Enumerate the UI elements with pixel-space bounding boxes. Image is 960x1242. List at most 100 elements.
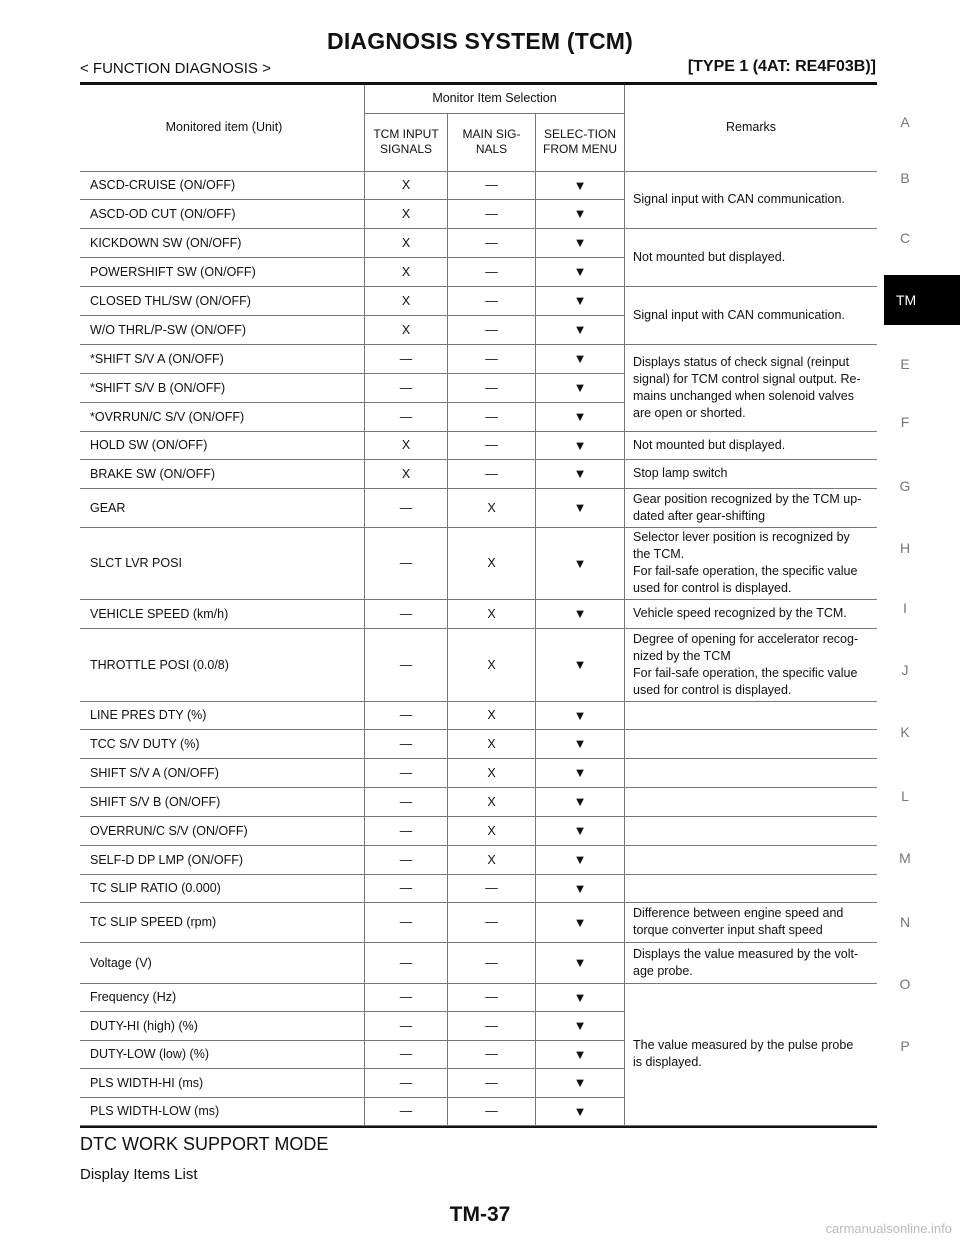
selection-marker-cell: ▼ [535,527,625,600]
table-row: POWERSHIFT SW (ON/OFF)X—▼ [80,257,877,287]
table-row: W/O THRL/P-SW (ON/OFF)X—▼ [80,315,877,345]
table-row: DUTY-HI (high) (%)——▼ [80,1011,877,1041]
main-signal-cell: — [447,983,536,1012]
remarks-cell: Selector lever position is recognized by… [624,527,877,600]
monitored-item-cell: W/O THRL/P-SW (ON/OFF) [80,315,365,345]
index-tab-h[interactable]: H [899,540,911,556]
monitored-item-cell: THROTTLE POSI (0.0/8) [80,628,365,702]
selection-marker-cell: ▼ [535,758,625,788]
table-row: ASCD-CRUISE (ON/OFF)X—▼Signal input with… [80,171,877,229]
main-signal-cell: — [447,286,536,316]
monitored-item-cell: PLS WIDTH-HI (ms) [80,1068,365,1098]
table-row: DUTY-LOW (low) (%)——▼ [80,1040,877,1069]
selection-marker-cell: ▼ [535,983,625,1012]
selection-marker-cell: ▼ [535,942,625,984]
index-tab-n[interactable]: N [899,914,911,930]
table-bottom-rule [80,1126,877,1128]
remarks-cell: Not mounted but displayed. [624,431,877,460]
selection-marker-cell: ▼ [535,1040,625,1069]
monitored-item-cell: SELF-D DP LMP (ON/OFF) [80,845,365,875]
main-signal-cell: — [447,1097,536,1126]
monitored-item-cell: SHIFT S/V B (ON/OFF) [80,787,365,817]
tcm-input-cell: — [364,599,448,629]
tcm-input-cell: — [364,902,448,943]
remarks-cell: Not mounted but displayed. [624,228,877,287]
table-row: Voltage (V)——▼Displays the value measure… [80,942,877,984]
monitored-item-cell: VEHICLE SPEED (km/h) [80,599,365,629]
main-signal-cell: — [447,373,536,403]
tcm-input-cell: — [364,1040,448,1069]
tcm-input-cell: X [364,171,448,200]
tcm-input-cell: — [364,845,448,875]
selection-marker-cell: ▼ [535,431,625,460]
section-heading: DTC WORK SUPPORT MODE [80,1134,329,1154]
monitored-item-cell: CLOSED THL/SW (ON/OFF) [80,286,365,316]
monitored-item-cell: SLCT LVR POSI [80,527,365,600]
main-signal-cell: — [447,199,536,229]
tcm-input-cell: — [364,874,448,903]
table-row: LINE PRES DTY (%)—X▼ [80,701,877,730]
tcm-input-cell: X [364,199,448,229]
monitored-item-cell: POWERSHIFT SW (ON/OFF) [80,257,365,287]
tcm-input-cell: X [364,257,448,287]
remarks-cell [624,729,877,759]
table-row: TC SLIP RATIO (0.000)——▼ [80,874,877,903]
selection-marker-cell: ▼ [535,816,625,846]
tcm-input-cell: — [364,527,448,600]
monitored-item-cell: *SHIFT S/V B (ON/OFF) [80,373,365,403]
index-tab-a[interactable]: A [900,114,910,130]
tcm-input-cell: — [364,1097,448,1126]
index-tab-j[interactable]: J [901,662,909,678]
table-row: SLCT LVR POSI—X▼Selector lever position … [80,527,877,600]
tcm-input-cell: — [364,701,448,730]
monitored-item-cell: TC SLIP RATIO (0.000) [80,874,365,903]
tcm-input-cell: — [364,402,448,432]
index-tab-active[interactable]: TM [884,275,960,325]
selection-marker-cell: ▼ [535,459,625,489]
index-sidebar: A B C TM E F G H I J K L M N O P [884,100,960,1100]
table-row: SHIFT S/V B (ON/OFF)—X▼ [80,787,877,817]
selection-marker-cell: ▼ [535,1097,625,1126]
main-signal-cell: — [447,257,536,287]
monitored-item-cell: PLS WIDTH-LOW (ms) [80,1097,365,1126]
monitored-item-cell: KICKDOWN SW (ON/OFF) [80,228,365,258]
index-tab-i[interactable]: I [903,600,907,616]
monitored-item-cell: TC SLIP SPEED (rpm) [80,902,365,943]
selection-marker-cell: ▼ [535,257,625,287]
index-tab-e[interactable]: E [900,356,910,372]
section-breadcrumb: < FUNCTION DIAGNOSIS > [80,60,271,77]
main-signal-cell: — [447,1011,536,1041]
index-tab-c[interactable]: C [899,230,911,246]
monitored-item-cell: TCC S/V DUTY (%) [80,729,365,759]
index-tab-f[interactable]: F [900,414,910,430]
main-signal-cell: X [447,488,536,528]
tcm-input-cell: X [364,431,448,460]
selection-marker-cell: ▼ [535,599,625,629]
main-signal-cell: — [447,942,536,984]
page-number: TM-37 [449,1203,511,1226]
selection-marker-cell: ▼ [535,1011,625,1041]
selection-marker-cell: ▼ [535,171,625,200]
tcm-input-cell: — [364,344,448,374]
main-signal-cell: — [447,344,536,374]
header-main-signals: MAIN SIG-NALS [447,113,536,172]
monitored-item-cell: *OVRRUN/C S/V (ON/OFF) [80,402,365,432]
selection-marker-cell: ▼ [535,1068,625,1098]
table-row: *SHIFT S/V A (ON/OFF)——▼Displays status … [80,344,877,432]
selection-marker-cell: ▼ [535,228,625,258]
table-row: HOLD SW (ON/OFF)X—▼Not mounted but displ… [80,431,877,460]
tcm-input-cell: — [364,983,448,1012]
index-tab-l[interactable]: L [901,788,909,804]
monitored-item-cell: GEAR [80,488,365,528]
index-tab-k[interactable]: K [900,724,910,740]
main-signal-cell: — [447,902,536,943]
monitored-item-cell: BRAKE SW (ON/OFF) [80,459,365,489]
table-row: TCC S/V DUTY (%)—X▼ [80,729,877,759]
tcm-input-cell: X [364,315,448,345]
index-tab-o[interactable]: O [899,976,911,992]
index-tab-p[interactable]: P [900,1038,910,1054]
watermark-text: carmanualsonline.info [825,1221,952,1236]
index-tab-g[interactable]: G [899,478,911,494]
index-tab-m[interactable]: M [899,850,911,866]
index-tab-b[interactable]: B [900,170,910,186]
